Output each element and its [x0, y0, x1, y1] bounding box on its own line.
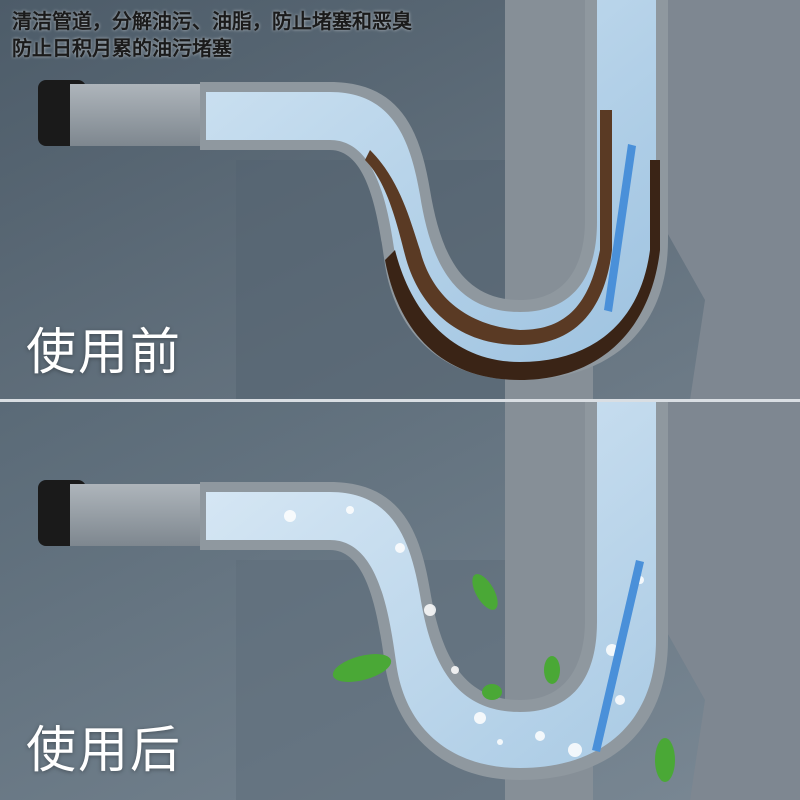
before-label: 使用前 — [26, 323, 182, 381]
leaf-icon — [472, 574, 498, 610]
horizontal-pipe — [70, 484, 210, 546]
headline-line2: 防止日积月累的油污堵塞 — [12, 36, 232, 60]
leaf-icon — [482, 684, 502, 700]
cleaning-stick — [604, 144, 636, 312]
panel-divider — [0, 399, 800, 402]
after-illustration — [0, 400, 800, 800]
grease-buildup-inner — [365, 110, 612, 345]
after-panel: 使用后 — [0, 400, 800, 800]
headline-line1: 清洁管道，分解油污、油脂，防止堵塞和恶臭 — [12, 9, 412, 33]
horizontal-pipe — [70, 84, 210, 146]
bubbles — [284, 506, 644, 757]
leaf-icon — [655, 738, 675, 782]
headline: 清洁管道，分解油污、油脂，防止堵塞和恶臭 防止日积月累的油污堵塞 — [12, 8, 412, 62]
leaf-icon — [332, 654, 392, 682]
drain-fitting — [640, 400, 800, 800]
clean-water-flow — [206, 400, 656, 768]
leaf-icon — [544, 656, 560, 684]
water-flow — [206, 0, 656, 368]
drain-fitting — [640, 0, 800, 400]
before-panel: 清洁管道，分解油污、油脂，防止堵塞和恶臭 防止日积月累的油污堵塞 使用前 — [0, 0, 800, 400]
cleaning-stick — [592, 560, 644, 752]
after-label: 使用后 — [26, 721, 182, 779]
before-illustration — [0, 0, 800, 400]
